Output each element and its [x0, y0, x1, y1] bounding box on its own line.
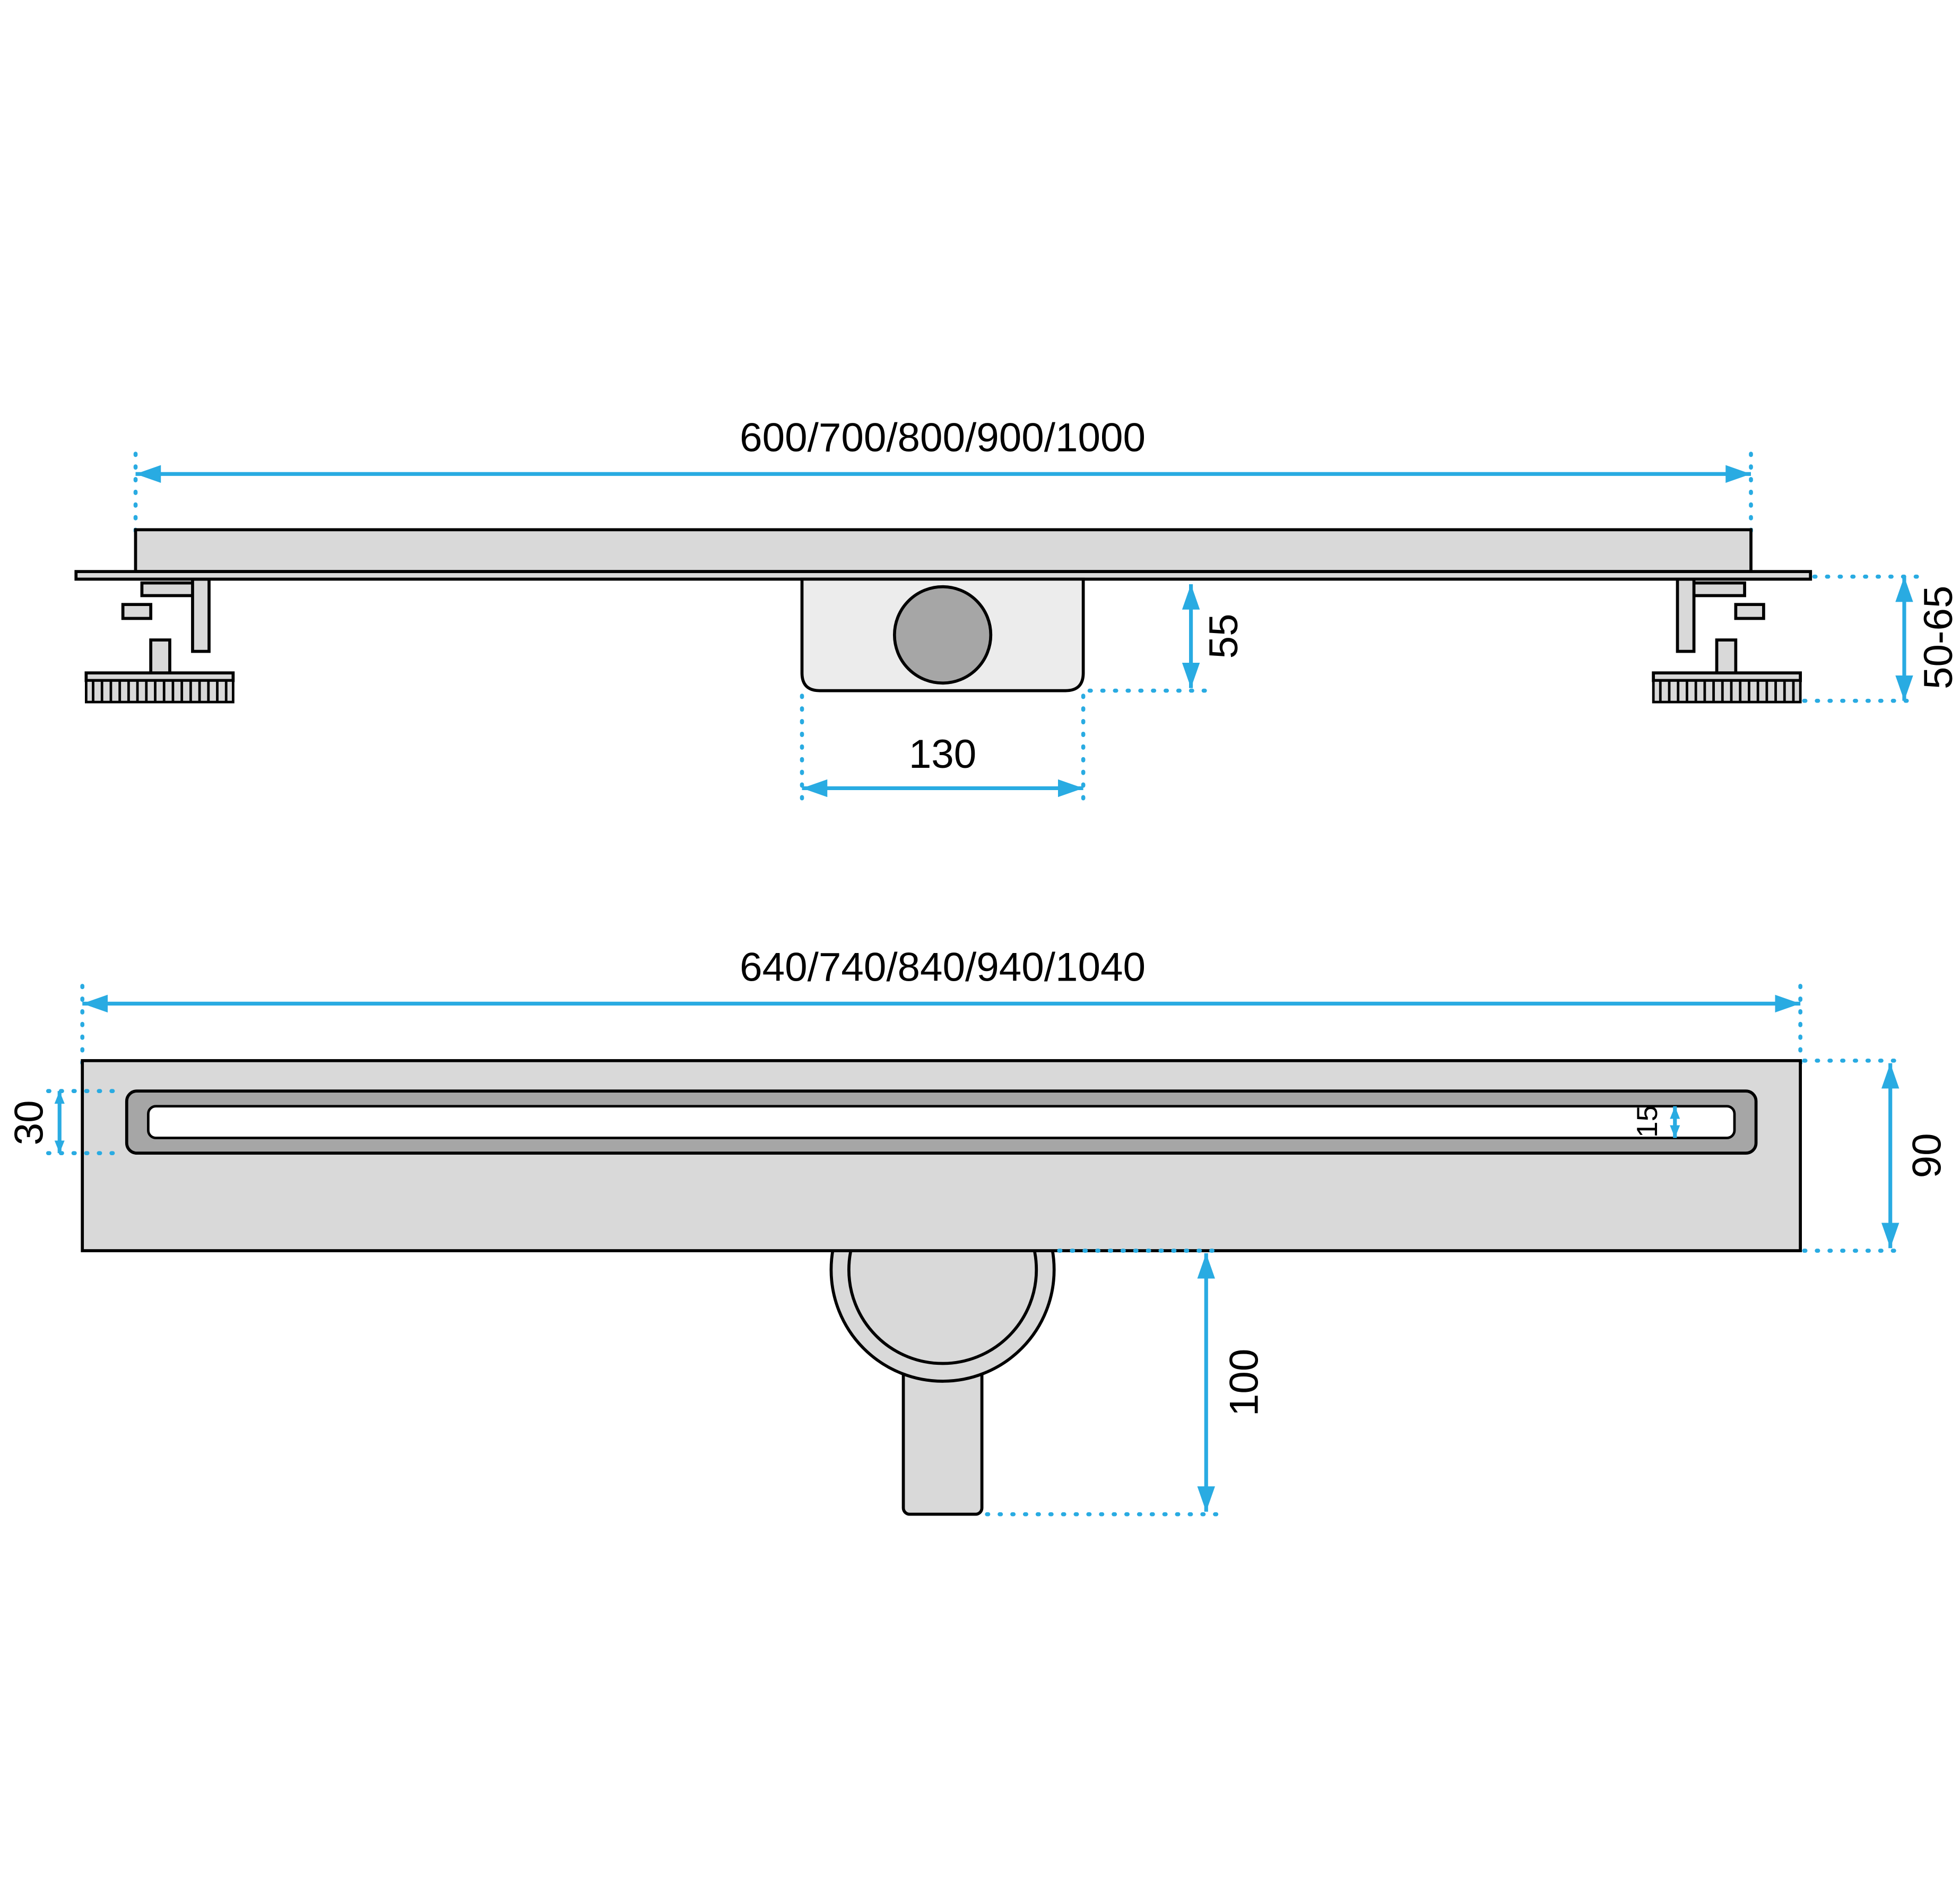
grate-width-label: 30 — [6, 1100, 51, 1145]
left-foot — [84, 577, 235, 704]
drain-body — [81, 1059, 1802, 1252]
foot-stem — [149, 638, 171, 677]
foot-bracket-plate — [191, 577, 211, 653]
plan-length-label: 640/740/840/940/1040 — [740, 945, 1146, 990]
right-foot — [1653, 579, 1800, 702]
outlet-drop-label: 100 — [1221, 1349, 1267, 1416]
trap-outlet-circle — [892, 585, 993, 685]
foot-ribbed-base — [84, 679, 235, 704]
side-view: 600/700/800/900/1000 55 130 — [74, 415, 1960, 803]
slot-width-label: 15 — [1631, 1105, 1663, 1138]
side-length-label: 600/700/800/900/1000 — [740, 415, 1146, 460]
body-width-label: 90 — [1904, 1133, 1949, 1178]
channel-body — [134, 528, 1753, 573]
grate-slot — [146, 1105, 1736, 1139]
foot-screw — [121, 603, 153, 620]
trap-length-label: 130 — [909, 732, 976, 777]
foot-height-label: 50-65 — [1916, 586, 1960, 689]
trap-depth-label: 55 — [1201, 613, 1246, 659]
plan-view: 640/740/840/940/1040 30 15 90 100 — [6, 945, 1949, 1517]
